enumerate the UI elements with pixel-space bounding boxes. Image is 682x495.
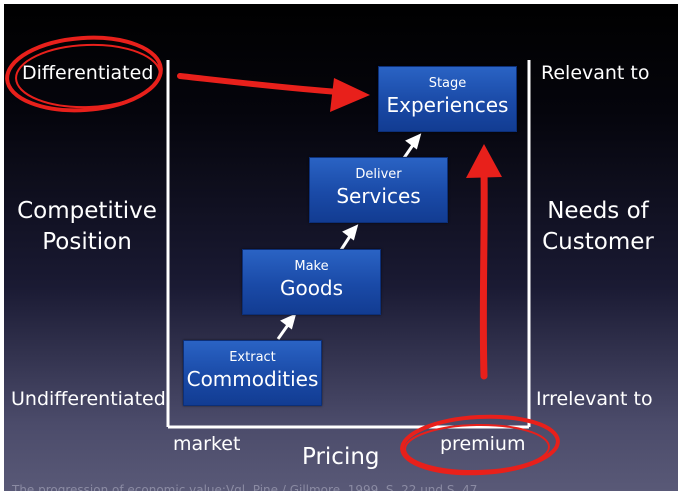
label-differentiated: Differentiated [22,62,154,84]
label-needs-of-customer: Needs of Customer [530,196,666,258]
label-position: Position [42,229,132,255]
step-box-services: Deliver Services [309,157,448,223]
step-arrow-2-head [342,224,359,241]
label-pricing: Pricing [302,444,380,470]
axis-frame [166,60,531,429]
step-box-commodities: Extract Commodities [183,340,322,406]
step-box-goods: Make Goods [242,249,381,315]
label-customer: Customer [542,229,654,255]
label-relevant-to: Relevant to [541,62,650,84]
step-verb-deliver: Deliver [355,167,402,182]
circle-premium [400,414,560,476]
step-verb-make: Make [294,259,329,274]
step-verb-stage: Stage [428,76,467,91]
step-box-experiences: Stage Experiences [378,66,517,132]
circle-premium-stroke2 [404,423,550,473]
step-verb-extract: Extract [229,350,276,365]
step-noun-commodities: Commodities [186,367,319,391]
red-arrow-horizontal [177,73,342,95]
label-undifferentiated: Undifferentiated [11,388,166,410]
label-market: market [173,433,241,455]
step-arrow-3-head [405,133,422,150]
label-needs-of: Needs of [547,198,649,224]
red-annotation-layer [5,35,560,476]
source-caption: The progression of economic value;Vgl. P… [12,483,478,491]
step-noun-services: Services [336,184,421,208]
label-premium: premium [440,433,526,455]
label-irrelevant-to: Irrelevant to [536,388,653,410]
step-noun-goods: Goods [279,276,344,300]
step-noun-experiences: Experiences [386,93,509,117]
red-arrow-horizontal-head [330,78,370,112]
slide: Differentiated Competitive Position Undi… [4,4,678,491]
step-arrow-1-head [280,313,297,330]
label-competitive-position: Competitive Position [12,196,162,258]
circle-differentiated-stroke2 [15,43,161,109]
red-arrow-vertical [479,165,488,380]
red-arrow-vertical-head [466,144,502,178]
circle-differentiated [5,35,163,113]
label-competitive: Competitive [17,198,157,224]
